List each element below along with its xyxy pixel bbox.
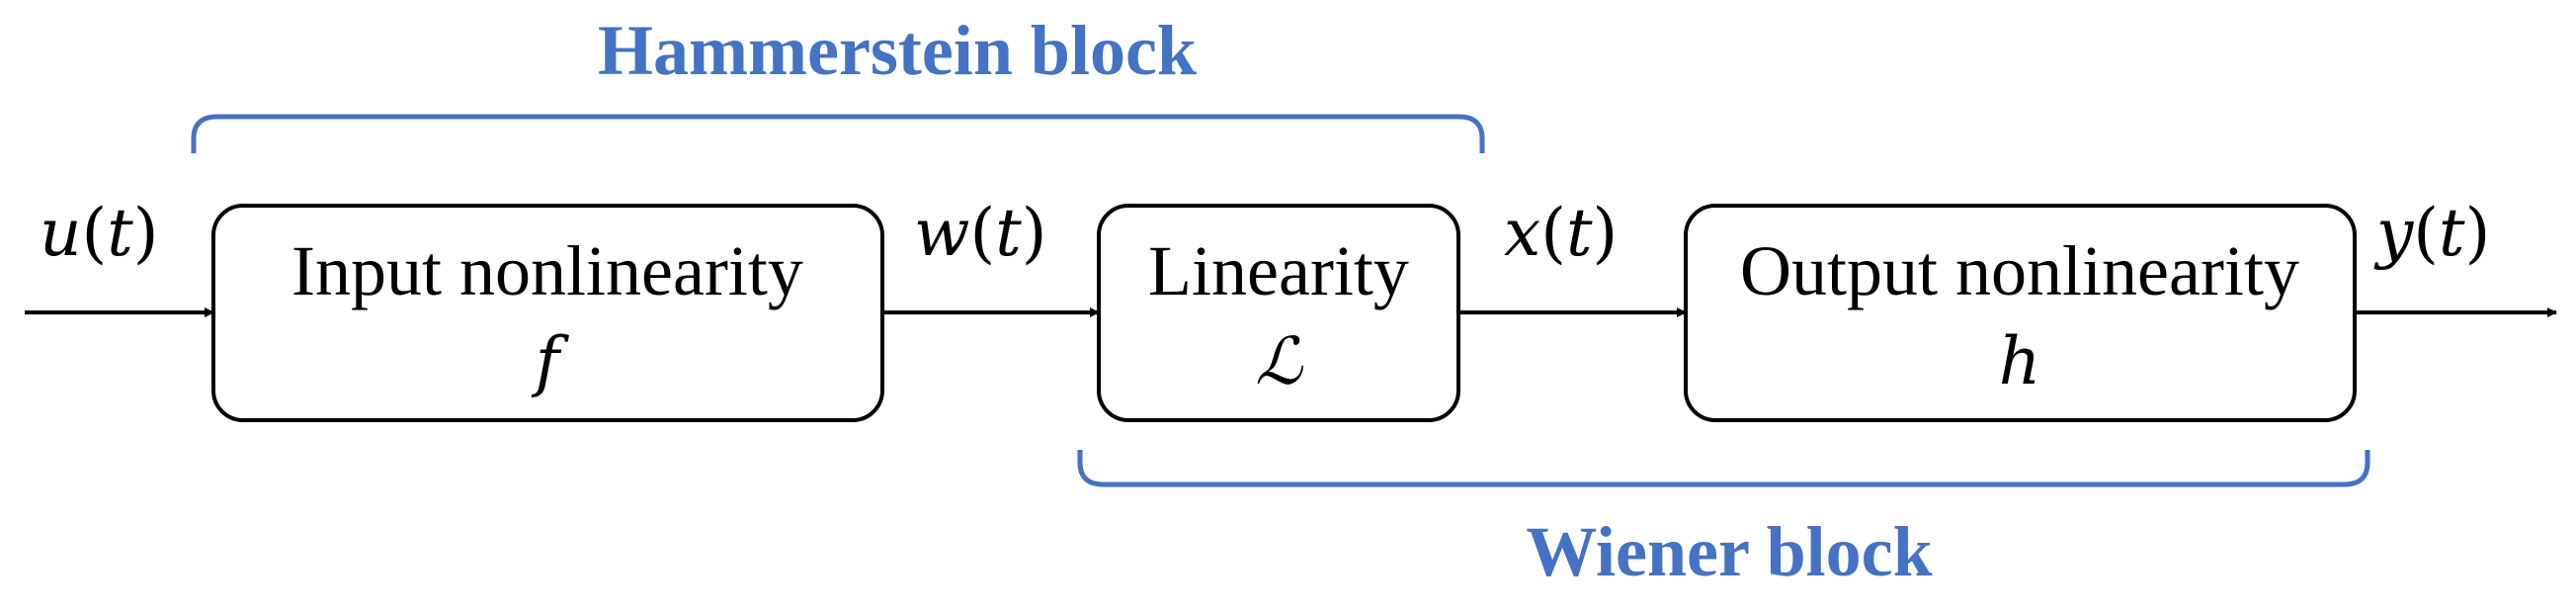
output-nonlinearity-block: Output nonlinearity h bbox=[1684, 204, 2357, 422]
linearity-title: Linearity bbox=[1148, 231, 1409, 310]
output-nonlinearity-box bbox=[1684, 204, 2357, 422]
input-nonlinearity-box bbox=[211, 204, 884, 422]
input-nonlinearity-title: Input nonlinearity bbox=[291, 231, 803, 310]
linearity-block: Linearity ℒ bbox=[1097, 204, 1460, 422]
output-nonlinearity-title: Output nonlinearity bbox=[1740, 231, 2299, 310]
hammerstein-block-label: Hammerstein block bbox=[598, 11, 1197, 90]
input-nonlinearity-block: Input nonlinearity f bbox=[211, 204, 884, 422]
signal-u-label: u(t) bbox=[40, 195, 159, 271]
signal-y-label: y(t) bbox=[2373, 195, 2490, 271]
wiener-bracket bbox=[1077, 450, 2370, 487]
hammerstein-bracket bbox=[191, 114, 1485, 153]
signal-x-label: x(t) bbox=[1504, 195, 1618, 271]
linearity-symbol: ℒ bbox=[1255, 323, 1303, 399]
linearity-box bbox=[1097, 204, 1460, 422]
signal-w-label: w(t) bbox=[914, 195, 1047, 271]
wiener-block-label: Wiener block bbox=[1526, 512, 1932, 591]
output-nonlinearity-symbol: h bbox=[1999, 323, 2041, 399]
